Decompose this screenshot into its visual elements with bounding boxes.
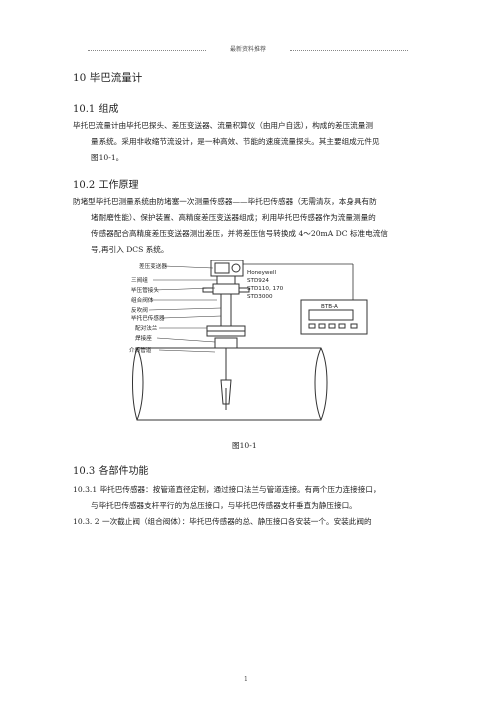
label-valve-group: 三阀组 [131,276,148,284]
label-flush-valve: 反吹阀 [131,306,148,314]
subsection-title-10-2: 10.2 工作原理 [73,180,139,191]
paragraph-line: 图10-1。 [91,153,124,162]
label-weld-seat: 焊接座 [135,334,152,342]
label-sensor: 毕托巴传感器 [131,314,165,322]
label-pressure-joint: 毕压管接头 [131,286,159,294]
figure-labels: 差压变送器 三阀组 毕压管接头 组合阀体 反吹阀 毕托巴传感器 配对法兰 焊接座… [129,262,167,354]
leader-lines [148,265,222,353]
header-dotted-line-right [290,50,408,51]
label-display-unit: BTB-A [321,304,338,310]
paragraph-line: 号,再引入 DCS 系统。 [91,245,169,254]
figure-caption: 图10-1 [232,441,257,450]
paragraph-line: 与毕托巴传感器支杆平行的为总压接口，与毕托巴传感器支杆垂直为静压接口。 [91,501,357,510]
header-text: 最新资料推荐 [226,46,269,53]
page-header: 最新资料推荐 [88,44,408,56]
signal-cable [243,263,354,300]
paragraph-line: 量系统。采用非收缩节流设计，是一种高效、节能的速度流量探头。其主要组成元件见 [91,137,380,146]
label-model3: STD3000 [247,294,273,300]
label-brand: Honeywell [247,270,276,276]
display-unit [300,299,368,335]
device-labels: Honeywell STD924 STD110, 170 STD3000 BTB… [247,270,338,310]
sensor-assembly [202,260,250,410]
label-model1: STD924 [247,278,269,284]
subsection-title-10-3: 10.3 各部件功能 [73,466,149,477]
paragraph-10-1: 毕托巴流量计由毕托巴探头、差压变送器、流量积算仪（由用户自选），构成的差压流量测… [73,118,427,166]
label-model2: STD110, 170 [247,286,284,292]
paragraph-line: 堵耐磨性能）、保护装置、高精度差压变送器组成；利用毕托巴传感器作为流量测量的 [91,213,376,222]
paragraph-line: 毕托巴流量计由毕托巴探头、差压变送器、流量积算仪（由用户自选），构成的差压流量测 [73,121,373,130]
paragraph-line: 10.3.1 毕托巴传感器：按管道直径定制，通过接口法兰与管道连接。有两个压力连… [73,485,381,494]
subsection-title-10-1: 10.1 组成 [73,104,119,115]
label-pipe: 介质管道 [129,346,152,354]
section-title: 10 毕巴流量计 [73,72,143,84]
paragraph-10-3: 10.3.1 毕托巴传感器：按管道直径定制，通过接口法兰与管道连接。有两个压力连… [73,482,427,530]
label-flange: 配对法兰 [135,324,158,332]
label-combo-valve: 组合阀体 [131,296,154,304]
paragraph-line: 传感器配合高精度差压变送器测出差压，并将差压信号转换成 4～20mA DC 标准… [91,229,388,238]
paragraph-line: 10.3. 2 一次截止阀（组合阀体）：毕托巴传感器的总、静压接口各安装一个。安… [73,517,372,526]
paragraph-10-2: 防堵型毕托巴测量系统由防堵塞一次测量传感器——毕托巴传感器（无需清灰，本身具有防… [73,194,427,258]
paragraph-line: 防堵型毕托巴测量系统由防堵塞一次测量传感器——毕托巴传感器（无需清灰，本身具有防 [73,197,377,206]
flowmeter-diagram: 差压变送器 三阀组 毕压管接头 组合阀体 反吹阀 毕托巴传感器 配对法兰 焊接座… [129,260,368,421]
page-number: 1 [244,676,248,683]
label-transmitter: 差压变送器 [139,262,167,270]
header-dotted-line-left [88,50,206,51]
